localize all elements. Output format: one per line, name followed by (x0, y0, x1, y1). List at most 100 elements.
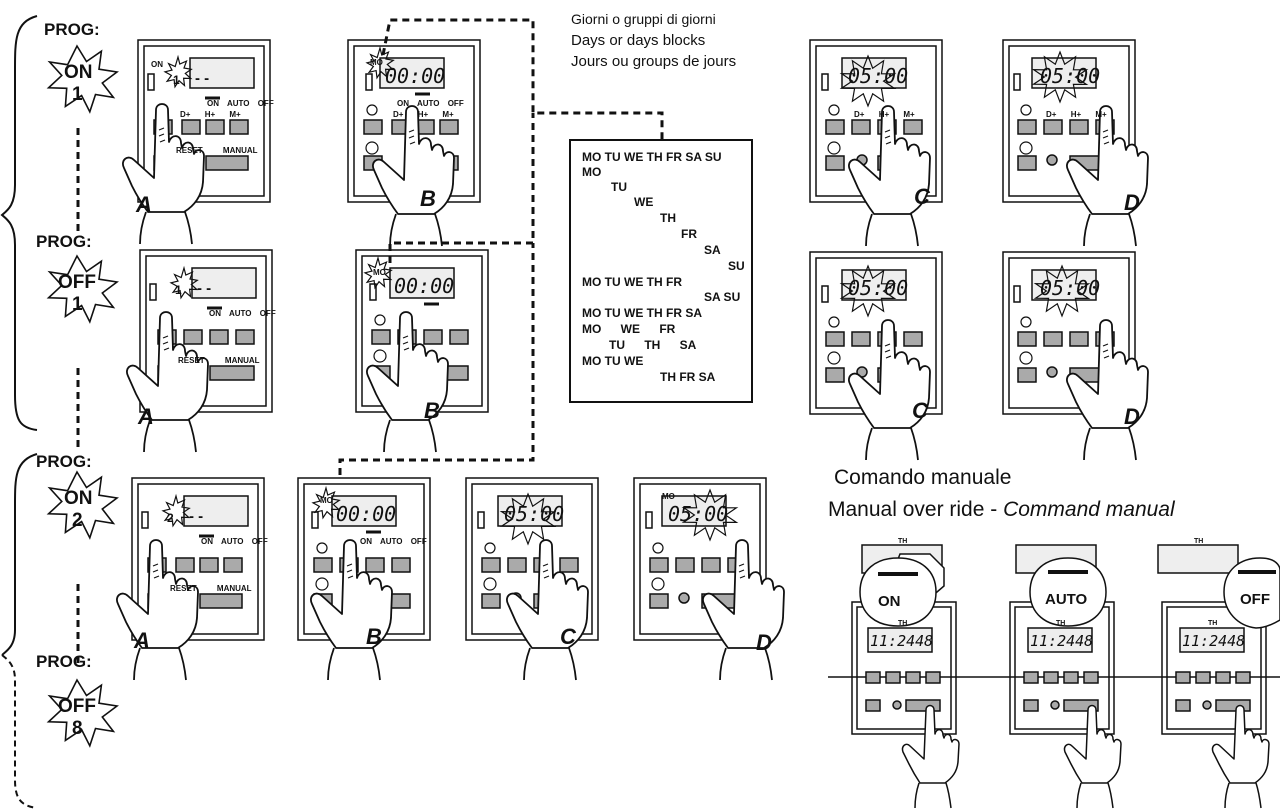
h-label: H+ (1070, 110, 1082, 119)
manual-devices (851, 544, 1280, 735)
h-label: H+ (878, 110, 890, 119)
display-time: 05:00 (1040, 64, 1101, 88)
auto-label: AUTO (416, 99, 440, 108)
step-state: ON (64, 62, 93, 83)
display-time: 00:00 (394, 274, 455, 298)
off-label: OFF (410, 537, 427, 546)
d-label: D+ (180, 110, 191, 119)
flash-bursts (161, 45, 1091, 546)
step-letter: C (914, 184, 930, 209)
display-dashes: - - (197, 280, 212, 297)
step-letter: B (420, 186, 436, 211)
days-row: SA SU (704, 290, 741, 304)
mode-labels: ON AUTO OFF (201, 537, 268, 546)
on-marker: ON (151, 60, 163, 69)
manual-title-italian: Comando manuale (834, 466, 1012, 489)
on-label: ON (360, 537, 372, 546)
step-letter: C (560, 624, 576, 649)
step-state: ON (64, 488, 93, 509)
caption-italian: Giorni o gruppi di giorni (571, 11, 716, 27)
m-label: M+ (903, 110, 915, 119)
step-letter: A (138, 404, 154, 429)
manual-display-time: 11:2448 (1030, 632, 1094, 650)
manual-title-french: Command manual (1003, 498, 1175, 521)
reset-manual-labels: RESET MANUAL (178, 356, 260, 365)
step-letter: D (1124, 190, 1140, 215)
m-label: M+ (1095, 110, 1107, 119)
dashed-connectors (76, 18, 664, 668)
d-label: D+ (1046, 110, 1057, 119)
manual-label: MANUAL (216, 584, 252, 593)
day-marker: TH (898, 538, 908, 545)
on-label: ON (207, 99, 219, 108)
step-state: OFF (58, 272, 96, 293)
display-time: 05:00 (504, 502, 565, 526)
days-row: MO TU WE (582, 354, 644, 368)
display-time: 05:00 (848, 276, 909, 300)
mode-labels: ON AUTO OFF (209, 309, 276, 318)
caption-english: Days or days blocks (571, 32, 706, 49)
reset-manual-labels: RESET MANUAL (170, 584, 252, 593)
left-braces (0, 15, 38, 809)
mode-labels: ON AUTO OFF (207, 99, 274, 108)
reset-label: RESET (176, 146, 203, 155)
days-row: TH (660, 211, 676, 225)
h-label: H+ (417, 110, 429, 119)
on-label: ON (397, 99, 409, 108)
button-labels: D+ H+ M+ (1046, 110, 1107, 119)
prog-label: PROG: (36, 452, 92, 471)
prog-label: PROG: (36, 652, 92, 671)
manual-title-english: Manual over ride - (828, 498, 1004, 521)
step-letter: D (1124, 404, 1140, 429)
days-row: SU (728, 259, 745, 273)
display-time: 00:00 (336, 502, 397, 526)
days-table-box (569, 139, 753, 403)
days-row: TU (611, 180, 627, 194)
days-row: MO WE FR (582, 322, 676, 336)
manual-label: MANUAL (222, 146, 258, 155)
off-label: OFF (257, 99, 274, 108)
days-row: MO TU WE TH FR SA (582, 306, 702, 320)
mode-on-label: ON (878, 593, 901, 610)
display-time: 05:00 (668, 502, 729, 526)
step-letter: A (134, 628, 150, 653)
display-underlines (199, 92, 439, 538)
days-row: WE (634, 195, 654, 209)
day-marker: MO (370, 58, 383, 67)
step-letter: C (912, 398, 928, 423)
step-number: 8 (72, 718, 83, 739)
day-marker: TH (898, 620, 908, 627)
days-row: TH FR SA (660, 370, 716, 384)
display-dashes: - - (195, 70, 210, 87)
off-label: OFF (251, 537, 268, 546)
step-number: 2 (72, 510, 83, 531)
prog-label: PROG: (36, 232, 92, 251)
day-marker: MO (373, 268, 386, 277)
step-letter: B (366, 624, 382, 649)
manual-label: MANUAL (224, 356, 260, 365)
day-marker: MO (320, 496, 333, 505)
step-letter: A (136, 192, 152, 217)
program-number: 2 (167, 511, 174, 525)
step-number: 1 (72, 84, 83, 105)
manual-title: Manual over ride - Command manual (828, 498, 1175, 522)
day-marker: MO (662, 492, 675, 501)
mode-labels: ON AUTO OFF (397, 99, 464, 108)
button-labels: D+ H+ M+ (180, 110, 241, 119)
caption-french: Jours ou groups de jours (571, 53, 737, 70)
manual-display-time: 11:2448 (1182, 632, 1246, 650)
days-row: TU TH SA (609, 338, 697, 352)
days-row: SA (704, 243, 721, 257)
d-label: D+ (393, 110, 404, 119)
display-dashes: - - (189, 508, 204, 525)
auto-label: AUTO (228, 309, 252, 318)
burst-stars (46, 44, 120, 748)
reset-label: RESET (170, 584, 197, 593)
h-label: H+ (204, 110, 216, 119)
days-table-header: MO TU WE TH FR SA SU (582, 150, 722, 164)
step-number: 1 (72, 294, 83, 315)
step-letter: D (756, 630, 772, 655)
button-labels: D+ H+ M+ (393, 110, 454, 119)
program-number: 1 (175, 283, 182, 297)
